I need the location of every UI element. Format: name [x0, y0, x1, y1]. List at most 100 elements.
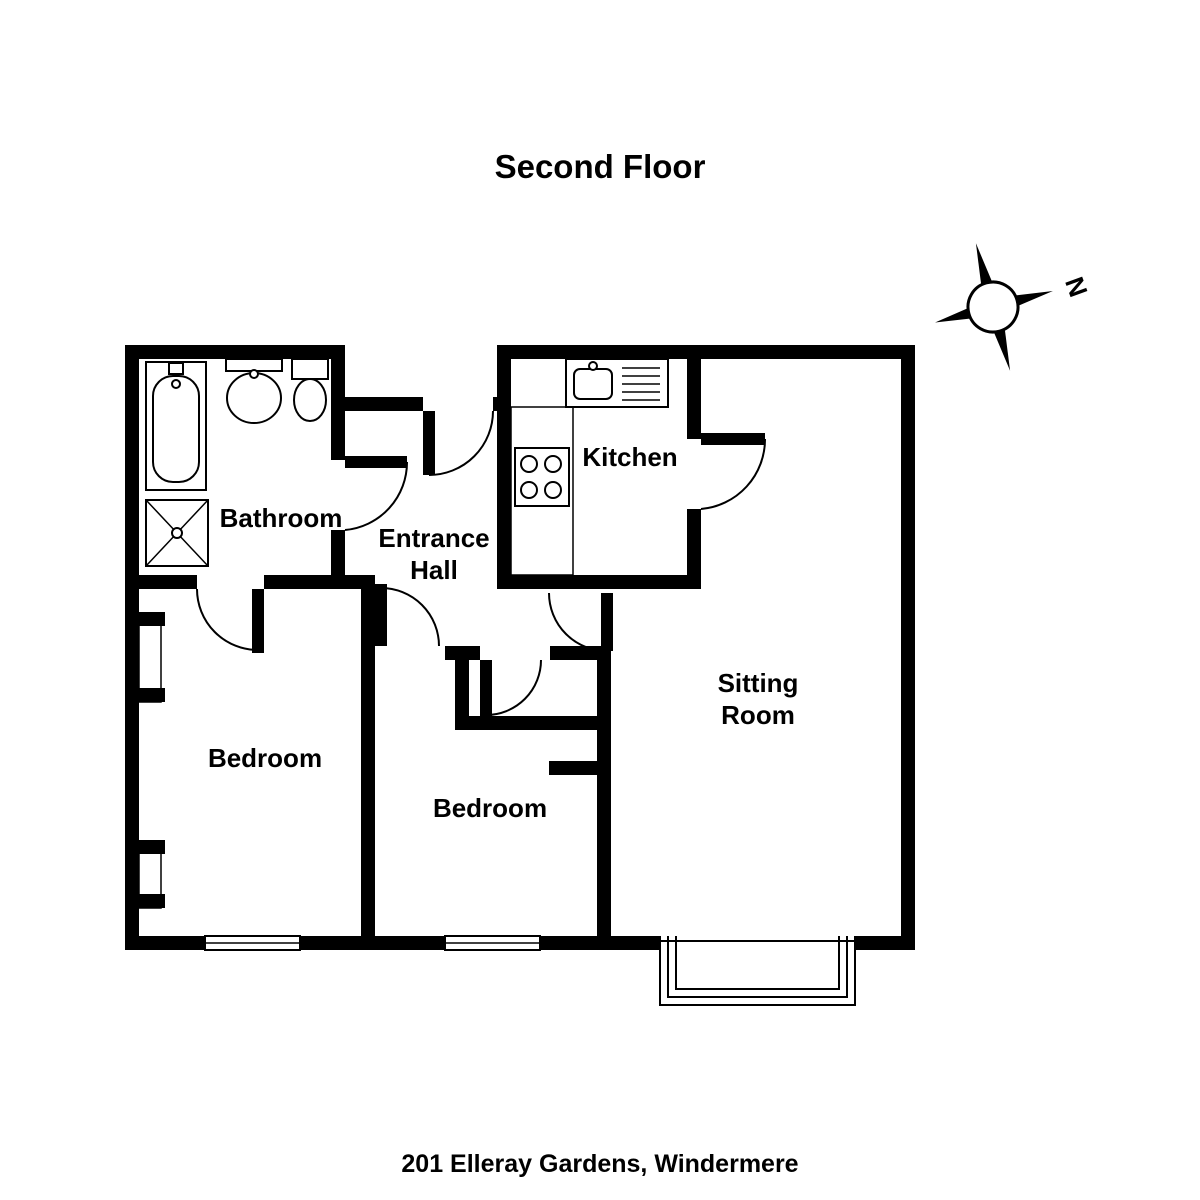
- wall-stub: [139, 840, 165, 854]
- bathtub-inner: [152, 375, 200, 483]
- door-leaf: [423, 411, 435, 475]
- wall-segment: [455, 660, 469, 716]
- door-swing-arc: [700, 438, 767, 510]
- niche-outlines: [138, 613, 162, 909]
- door-leaf: [375, 584, 387, 646]
- door-swing-arc: [548, 592, 608, 652]
- wall-segment: [331, 530, 345, 589]
- sitting-room-door: [548, 592, 613, 652]
- wall-segment: [497, 575, 701, 589]
- wall-segment: [445, 646, 480, 660]
- door-swing-arc: [196, 588, 259, 651]
- page-title: Second Floor: [495, 148, 706, 185]
- address-footer: 201 Elleray Gardens, Windermere: [401, 1150, 798, 1178]
- compass-star: [935, 243, 1053, 371]
- room-label-kitchen: Kitchen: [582, 442, 677, 472]
- room-label-bedroom-left: Bedroom: [208, 743, 322, 773]
- sink-tap: [588, 361, 598, 371]
- hob-burner: [544, 455, 562, 473]
- room-label-bedroom-middle: Bedroom: [433, 793, 547, 823]
- toilet-bowl: [293, 378, 327, 422]
- wall-segment: [687, 509, 701, 575]
- wall-stub: [139, 612, 165, 626]
- room-label-sitting-room-line1: Sitting: [718, 668, 799, 698]
- bedroom-left-door: [196, 588, 264, 653]
- room-label-bathroom: Bathroom: [220, 503, 343, 533]
- wall-segment: [597, 646, 611, 936]
- hob-outline: [514, 447, 570, 507]
- door-swing-arc: [380, 587, 440, 647]
- bay-window-sitting-room: [659, 936, 856, 1006]
- door-leaf: [252, 589, 264, 653]
- wall-segment: [361, 575, 375, 936]
- walls-layer: [125, 345, 915, 950]
- bay-window-inner: [675, 936, 840, 990]
- wall-segment: [455, 716, 611, 730]
- room-label-sitting-room-line2: Room: [721, 700, 795, 730]
- compass-north-label: N: [1059, 273, 1094, 301]
- niche-outline: [138, 841, 162, 909]
- niche-outline: [138, 613, 162, 703]
- hob: [514, 447, 570, 507]
- door-swing-arc: [485, 659, 542, 716]
- wall-segment: [125, 345, 139, 950]
- hob-burner: [520, 455, 538, 473]
- compass-hub: [966, 280, 1020, 334]
- hob-burner: [544, 481, 562, 499]
- bedroom-middle-door: [375, 584, 440, 647]
- wall-segment: [264, 575, 375, 589]
- room-label-entrance-hall-line1: Entrance: [378, 523, 489, 553]
- bathtub: [145, 361, 207, 491]
- wash-basin: [225, 358, 283, 424]
- wall-segment: [331, 345, 345, 460]
- kitchen-sink-unit: [565, 358, 669, 408]
- bath-tap: [168, 362, 184, 375]
- shower-drain: [171, 527, 183, 539]
- door-leaf: [480, 660, 492, 718]
- wall-segment: [540, 936, 660, 950]
- door-leaf: [601, 593, 613, 651]
- sink-drainer-lines: [622, 367, 660, 401]
- wall-segment: [125, 936, 205, 950]
- room-label-entrance-hall-line2: Hall: [410, 555, 458, 585]
- toilet: [291, 358, 329, 422]
- doors-layer: [196, 410, 767, 718]
- wall-stub: [139, 688, 165, 702]
- basin-tap: [249, 369, 259, 379]
- wall-segment: [687, 359, 701, 439]
- door-swing-arc: [344, 461, 409, 531]
- toilet-cistern: [291, 358, 329, 380]
- kitchen-counter: [510, 406, 574, 576]
- hob-burner: [520, 481, 538, 499]
- bathroom-fixtures: [145, 358, 329, 567]
- windows-layer: [204, 935, 856, 1006]
- bay-window-outer: [659, 936, 856, 1006]
- window-bedroom-left: [204, 935, 301, 951]
- bathroom-door: [344, 456, 409, 531]
- closet-door: [480, 659, 542, 718]
- bath-drain: [171, 379, 181, 389]
- shower-tray: [145, 499, 209, 567]
- kitchen-door: [700, 433, 767, 510]
- wall-segment: [339, 397, 423, 411]
- front-door: [423, 410, 494, 476]
- sink-bowl: [573, 368, 613, 400]
- room-labels: Bathroom Entrance Hall Kitchen Sitting R…: [208, 442, 799, 823]
- bay-window-mid: [667, 936, 848, 998]
- door-swing-arc: [428, 410, 494, 476]
- door-leaf: [345, 456, 407, 468]
- wall-segment: [901, 345, 915, 950]
- wall-segment: [125, 345, 345, 359]
- window-bedroom-middle: [444, 935, 541, 951]
- wall-segment: [497, 345, 915, 359]
- wall-segment: [855, 936, 915, 950]
- wall-segment: [549, 761, 611, 775]
- compass-rose: N: [935, 243, 1094, 371]
- wall-stub: [139, 894, 165, 908]
- wall-segment: [125, 575, 197, 589]
- wall-segment: [497, 359, 511, 589]
- kitchen-fixtures: [510, 358, 669, 576]
- door-leaf: [701, 433, 765, 445]
- basin-bowl: [226, 372, 282, 424]
